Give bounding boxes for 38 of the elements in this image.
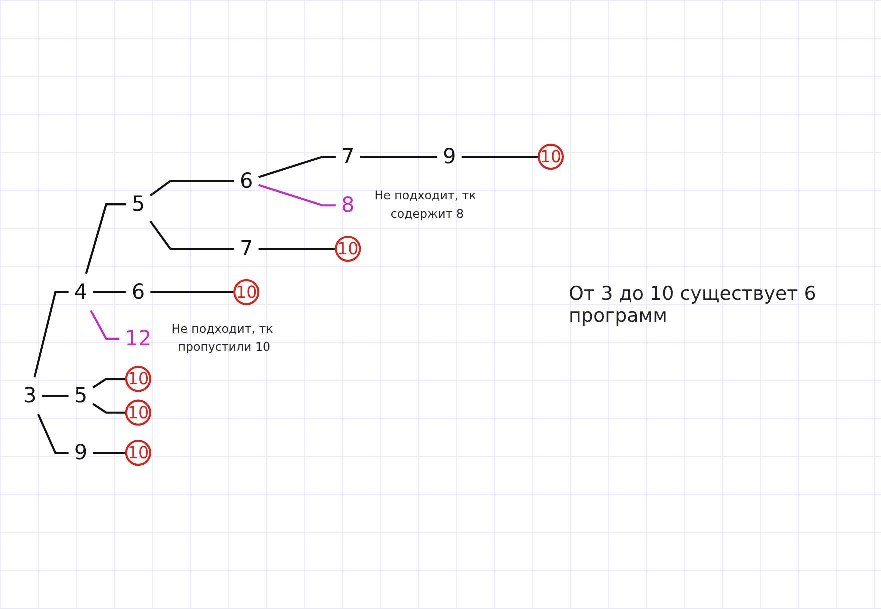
- node-label: Не подходит, тк пропустили 10: [172, 322, 274, 354]
- connector: [93, 451, 126, 454]
- connector: [150, 220, 234, 250]
- connector: [462, 155, 539, 158]
- connector: [93, 290, 126, 293]
- connector: [92, 378, 126, 388]
- node-circle: 10: [125, 366, 152, 392]
- node-text: 9: [443, 144, 456, 169]
- node-circle: 10: [125, 399, 152, 426]
- node-text: 7: [342, 144, 355, 169]
- connector: [85, 203, 126, 274]
- node-text: 7: [240, 236, 254, 261]
- note-text: От 3 до 10 существует 6 программ: [569, 282, 818, 326]
- node-text: 12: [125, 326, 152, 351]
- node-text: 8: [342, 192, 355, 218]
- node-text: 4: [74, 280, 88, 304]
- connector: [258, 247, 336, 250]
- node-text: 6: [132, 280, 146, 304]
- node-label: Не подходит, тк содержит 8: [374, 188, 476, 220]
- connector: [92, 402, 126, 414]
- connector: [90, 310, 120, 340]
- connector: [37, 413, 69, 454]
- node-text: 5: [132, 192, 146, 216]
- node-text: 5: [74, 383, 88, 408]
- connector: [150, 290, 235, 293]
- node-circle: 10: [234, 278, 260, 305]
- connector: [42, 394, 69, 397]
- connector: [258, 155, 336, 178]
- connector: [34, 290, 69, 378]
- node-text: 6: [240, 168, 254, 193]
- connector: [360, 155, 438, 158]
- node-circle: 10: [538, 143, 564, 170]
- node-circle: 10: [125, 439, 152, 466]
- connector: [258, 184, 336, 206]
- node-text: 9: [74, 440, 88, 465]
- connector: [150, 180, 234, 196]
- node-circle: 10: [335, 235, 362, 262]
- node-text: 3: [24, 383, 37, 408]
